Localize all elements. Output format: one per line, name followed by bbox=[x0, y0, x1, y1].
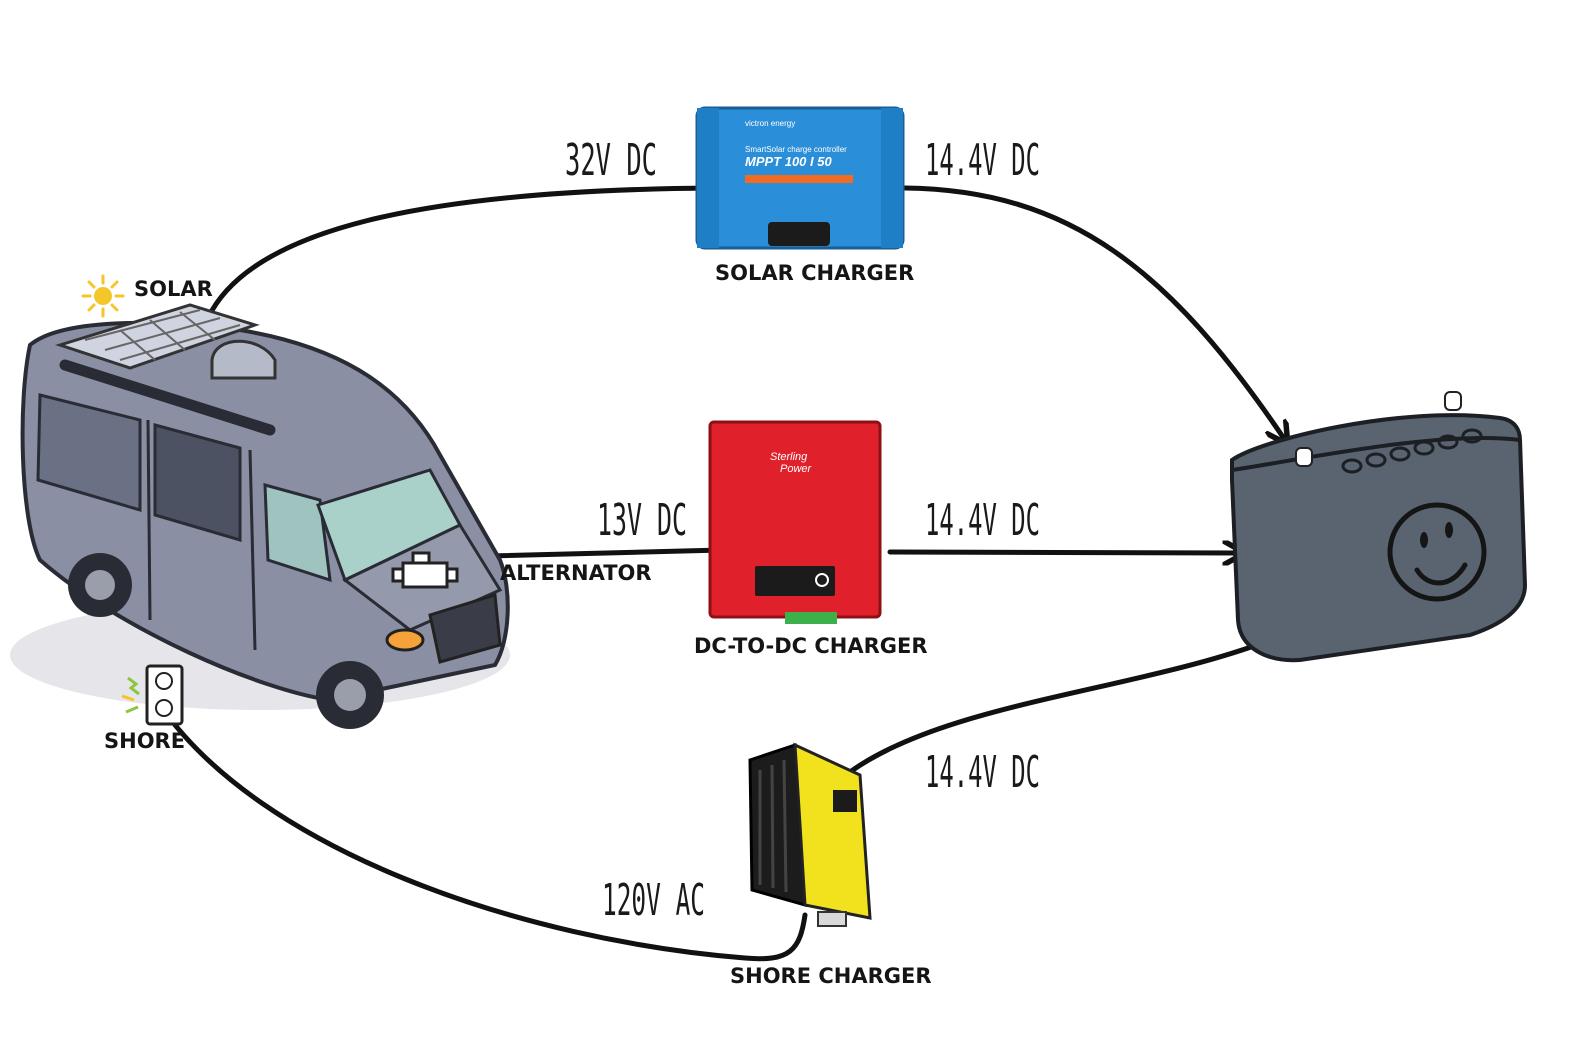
svg-text:Power: Power bbox=[780, 463, 813, 475]
van-illustration bbox=[10, 303, 510, 729]
svg-text:SmartSolar charge controller: SmartSolar charge controller bbox=[745, 145, 847, 154]
voltage-shore-in: 120V AC bbox=[602, 875, 705, 926]
wire-shore-in bbox=[157, 702, 808, 962]
engine-icon bbox=[391, 551, 459, 589]
solar-source-label: SOLAR bbox=[134, 277, 213, 301]
solar-charger-label: SOLAR CHARGER bbox=[715, 261, 914, 285]
alternator-source-label: ALTERNATOR bbox=[500, 561, 652, 585]
wire-shore-out bbox=[847, 635, 1283, 775]
solar-charger-model: MPPT 100 I 50 bbox=[745, 154, 832, 169]
shore-source-label: SHORE bbox=[104, 729, 185, 753]
dc-to-dc-charger-device: Sterling Power bbox=[708, 420, 882, 624]
sun-icon bbox=[81, 274, 125, 318]
voltage-solar-out: 14.4V DC bbox=[925, 135, 1040, 186]
wire-solar-in bbox=[205, 185, 718, 321]
svg-text:Sterling: Sterling bbox=[770, 451, 808, 463]
wire-alternator-in bbox=[487, 547, 725, 559]
voltage-solar-in: 32V DC bbox=[565, 135, 657, 186]
smiley-face-icon bbox=[1387, 502, 1487, 602]
dc-to-dc-charger-label: DC-TO-DC CHARGER bbox=[694, 634, 928, 658]
wire-dcdc-out bbox=[887, 552, 1240, 553]
shore-charger-label: SHORE CHARGER bbox=[730, 964, 932, 988]
solar-charger-device: victron energy SmartSolar charge control… bbox=[695, 106, 905, 250]
outlet-icon bbox=[121, 664, 184, 726]
voltage-dcdc-out: 14.4V DC bbox=[925, 495, 1040, 546]
svg-text:victron energy: victron energy bbox=[745, 119, 795, 128]
battery-icon bbox=[1230, 391, 1528, 663]
shore-charger-device bbox=[748, 742, 872, 927]
voltage-shore-out: 14.4V DC bbox=[925, 747, 1040, 798]
voltage-alternator-in: 13V DC bbox=[597, 495, 687, 546]
wire-solar-out bbox=[902, 185, 1285, 440]
